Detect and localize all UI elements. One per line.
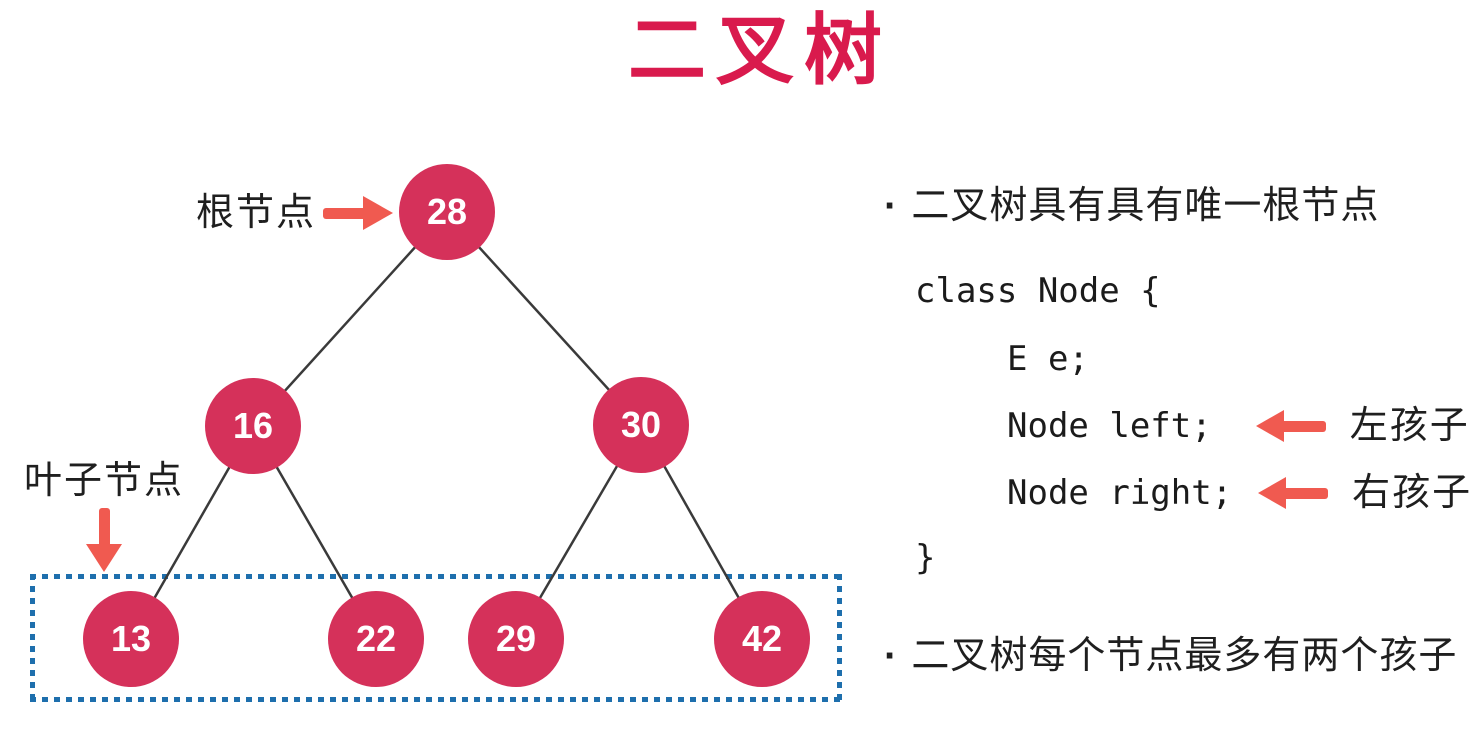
tree-node-28: 28 [399,164,495,260]
arrow-head [363,196,393,230]
bullet-dot: · [884,634,899,678]
root-node-label: 根节点 [196,192,317,234]
code-line-right-child: Node right; 右孩子 [1007,471,1472,515]
node-value: 42 [741,618,783,659]
arrow-shaft [99,508,110,548]
code-text: class Node { [915,271,1161,311]
right-child-label: 右孩子 [1352,472,1473,514]
arrow-head [1258,477,1287,509]
leaf-node-label: 叶子节点 [24,460,185,502]
bullet-text: 二叉树每个节点最多有两个孩子 [911,635,1458,677]
code-text: E e; [1007,339,1089,379]
node-value: 30 [620,404,662,445]
arrow-right-icon [323,196,397,230]
arrow-left-icon [1255,410,1328,442]
code-line-left-child: Node left; 左孩子 [1007,404,1470,448]
node-value: 16 [232,405,274,446]
arrow-shaft [1282,488,1329,499]
bullet-text: 二叉树具有具有唯一根节点 [911,185,1380,227]
node-value: 22 [355,618,397,659]
arrow-shaft [1279,421,1326,432]
arrow-head [86,544,122,572]
tree-node-22: 22 [328,591,424,687]
node-value: 28 [426,191,468,232]
tree-node-16: 16 [205,378,301,474]
left-child-label: 左孩子 [1349,405,1470,447]
node-value: 29 [495,618,537,659]
arrow-down-icon [86,508,122,572]
node-value: 13 [110,618,152,659]
page-title: 二叉树 [627,6,893,94]
tree-node-30: 30 [593,377,689,473]
tree-node-42: 42 [714,591,810,687]
bullet-dot: · [884,184,899,228]
code-line-class-close: } [915,536,935,580]
arrow-left-icon [1258,477,1330,509]
tree-node-29: 29 [468,591,564,687]
arrow-shaft [323,208,367,219]
tree-node-13: 13 [83,591,179,687]
bullet-unique-root: · 二叉树具有具有唯一根节点 [884,184,1379,228]
code-text: Node left; [1007,406,1212,446]
bullet-two-children: · 二叉树每个节点最多有两个孩子 [884,634,1457,678]
code-line-class-open: class Node { [915,269,1161,313]
code-text: Node right; [1007,473,1233,513]
arrow-head [1255,410,1284,442]
code-text: } [915,538,936,578]
code-line-element: E e; [1007,337,1089,381]
